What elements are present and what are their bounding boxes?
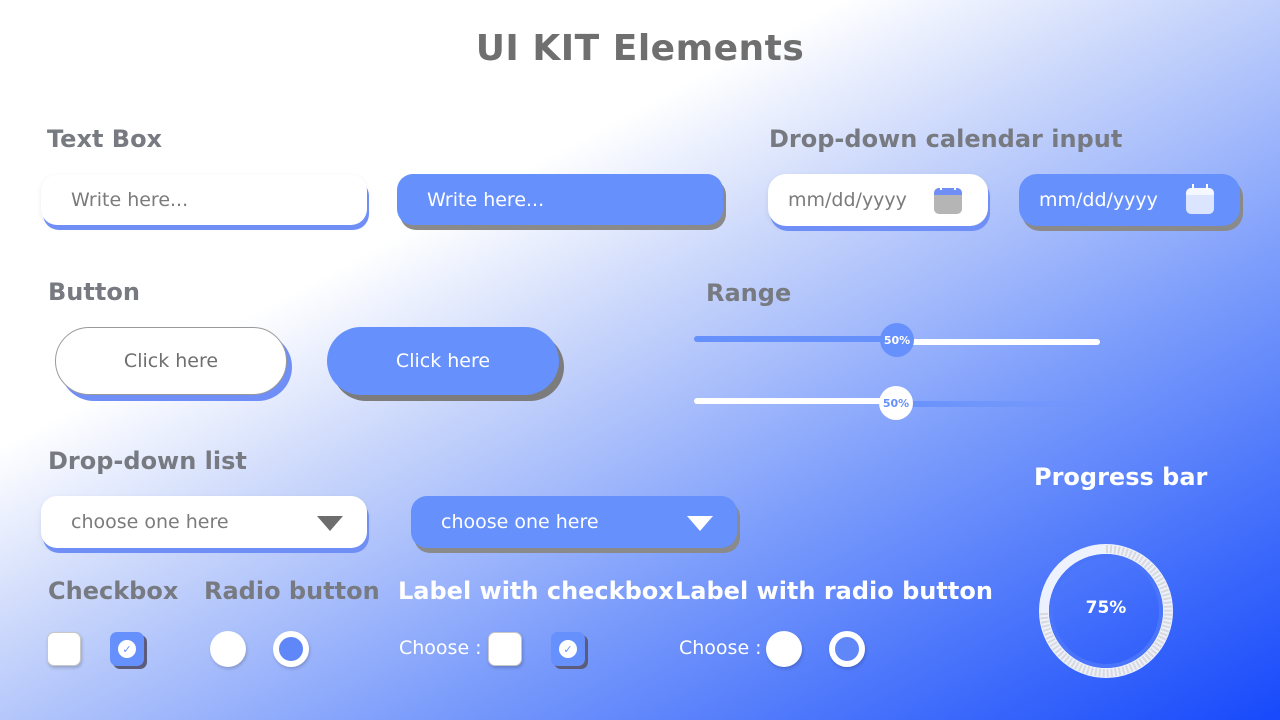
calendar-heading: Drop-down calendar input [769, 125, 1123, 153]
radio-heading: Radio button [204, 577, 380, 605]
range-track-fill [694, 398, 897, 404]
progress-ring [1039, 544, 1173, 678]
range-track[interactable] [897, 401, 1100, 407]
button-heading: Button [48, 278, 140, 306]
check-icon: ✓ [559, 640, 577, 658]
click-here-button-blue[interactable]: Click here [327, 327, 559, 395]
checkbox-checked[interactable]: ✓ [110, 632, 144, 666]
radio-unselected[interactable] [766, 631, 802, 667]
progress-heading: Progress bar [1034, 463, 1208, 491]
choose-label: Choose : [679, 637, 762, 659]
text-input-light[interactable] [41, 175, 367, 225]
date-input-blue[interactable]: mm/dd/yyyy [1019, 174, 1240, 226]
text-box-heading: Text Box [47, 125, 163, 153]
radio-selected[interactable] [829, 631, 865, 667]
calendar-icon[interactable] [1186, 184, 1214, 214]
range-heading: Range [706, 279, 792, 307]
date-placeholder: mm/dd/yyyy [1039, 189, 1158, 211]
dropdown-select-blue[interactable]: choose one here [411, 496, 737, 548]
checkbox-heading: Checkbox [48, 577, 179, 605]
dropdown-value: choose one here [71, 511, 229, 533]
dropdown-heading: Drop-down list [48, 447, 247, 475]
label-radio-heading: Label with radio button [675, 577, 993, 605]
calendar-icon[interactable] [934, 184, 962, 214]
check-icon: ✓ [118, 640, 136, 658]
range-track[interactable] [897, 339, 1100, 345]
date-placeholder: mm/dd/yyyy [788, 189, 907, 211]
caret-down-icon[interactable] [317, 516, 343, 531]
choose-label: Choose : [399, 637, 482, 659]
radio-unselected[interactable] [210, 631, 246, 667]
range-slider-thumb[interactable]: 50% [880, 323, 914, 357]
page-title: UI KIT Elements [475, 28, 805, 69]
label-checkbox-heading: Label with checkbox [398, 577, 674, 605]
radio-selected[interactable] [273, 631, 309, 667]
dropdown-select-light[interactable]: choose one here [41, 496, 367, 548]
checkbox-checked[interactable]: ✓ [551, 632, 585, 666]
checkbox-unchecked[interactable] [47, 632, 81, 666]
click-here-button-light[interactable]: Click here [55, 327, 287, 395]
dropdown-value: choose one here [441, 511, 599, 533]
caret-down-icon[interactable] [687, 516, 713, 531]
range-track-fill [694, 336, 897, 342]
text-input-blue[interactable] [397, 174, 723, 225]
date-input-light[interactable]: mm/dd/yyyy [768, 174, 988, 226]
progress-value: 75% [1085, 598, 1127, 618]
range-slider-thumb[interactable]: 50% [879, 386, 913, 420]
checkbox-unchecked[interactable] [488, 632, 522, 666]
